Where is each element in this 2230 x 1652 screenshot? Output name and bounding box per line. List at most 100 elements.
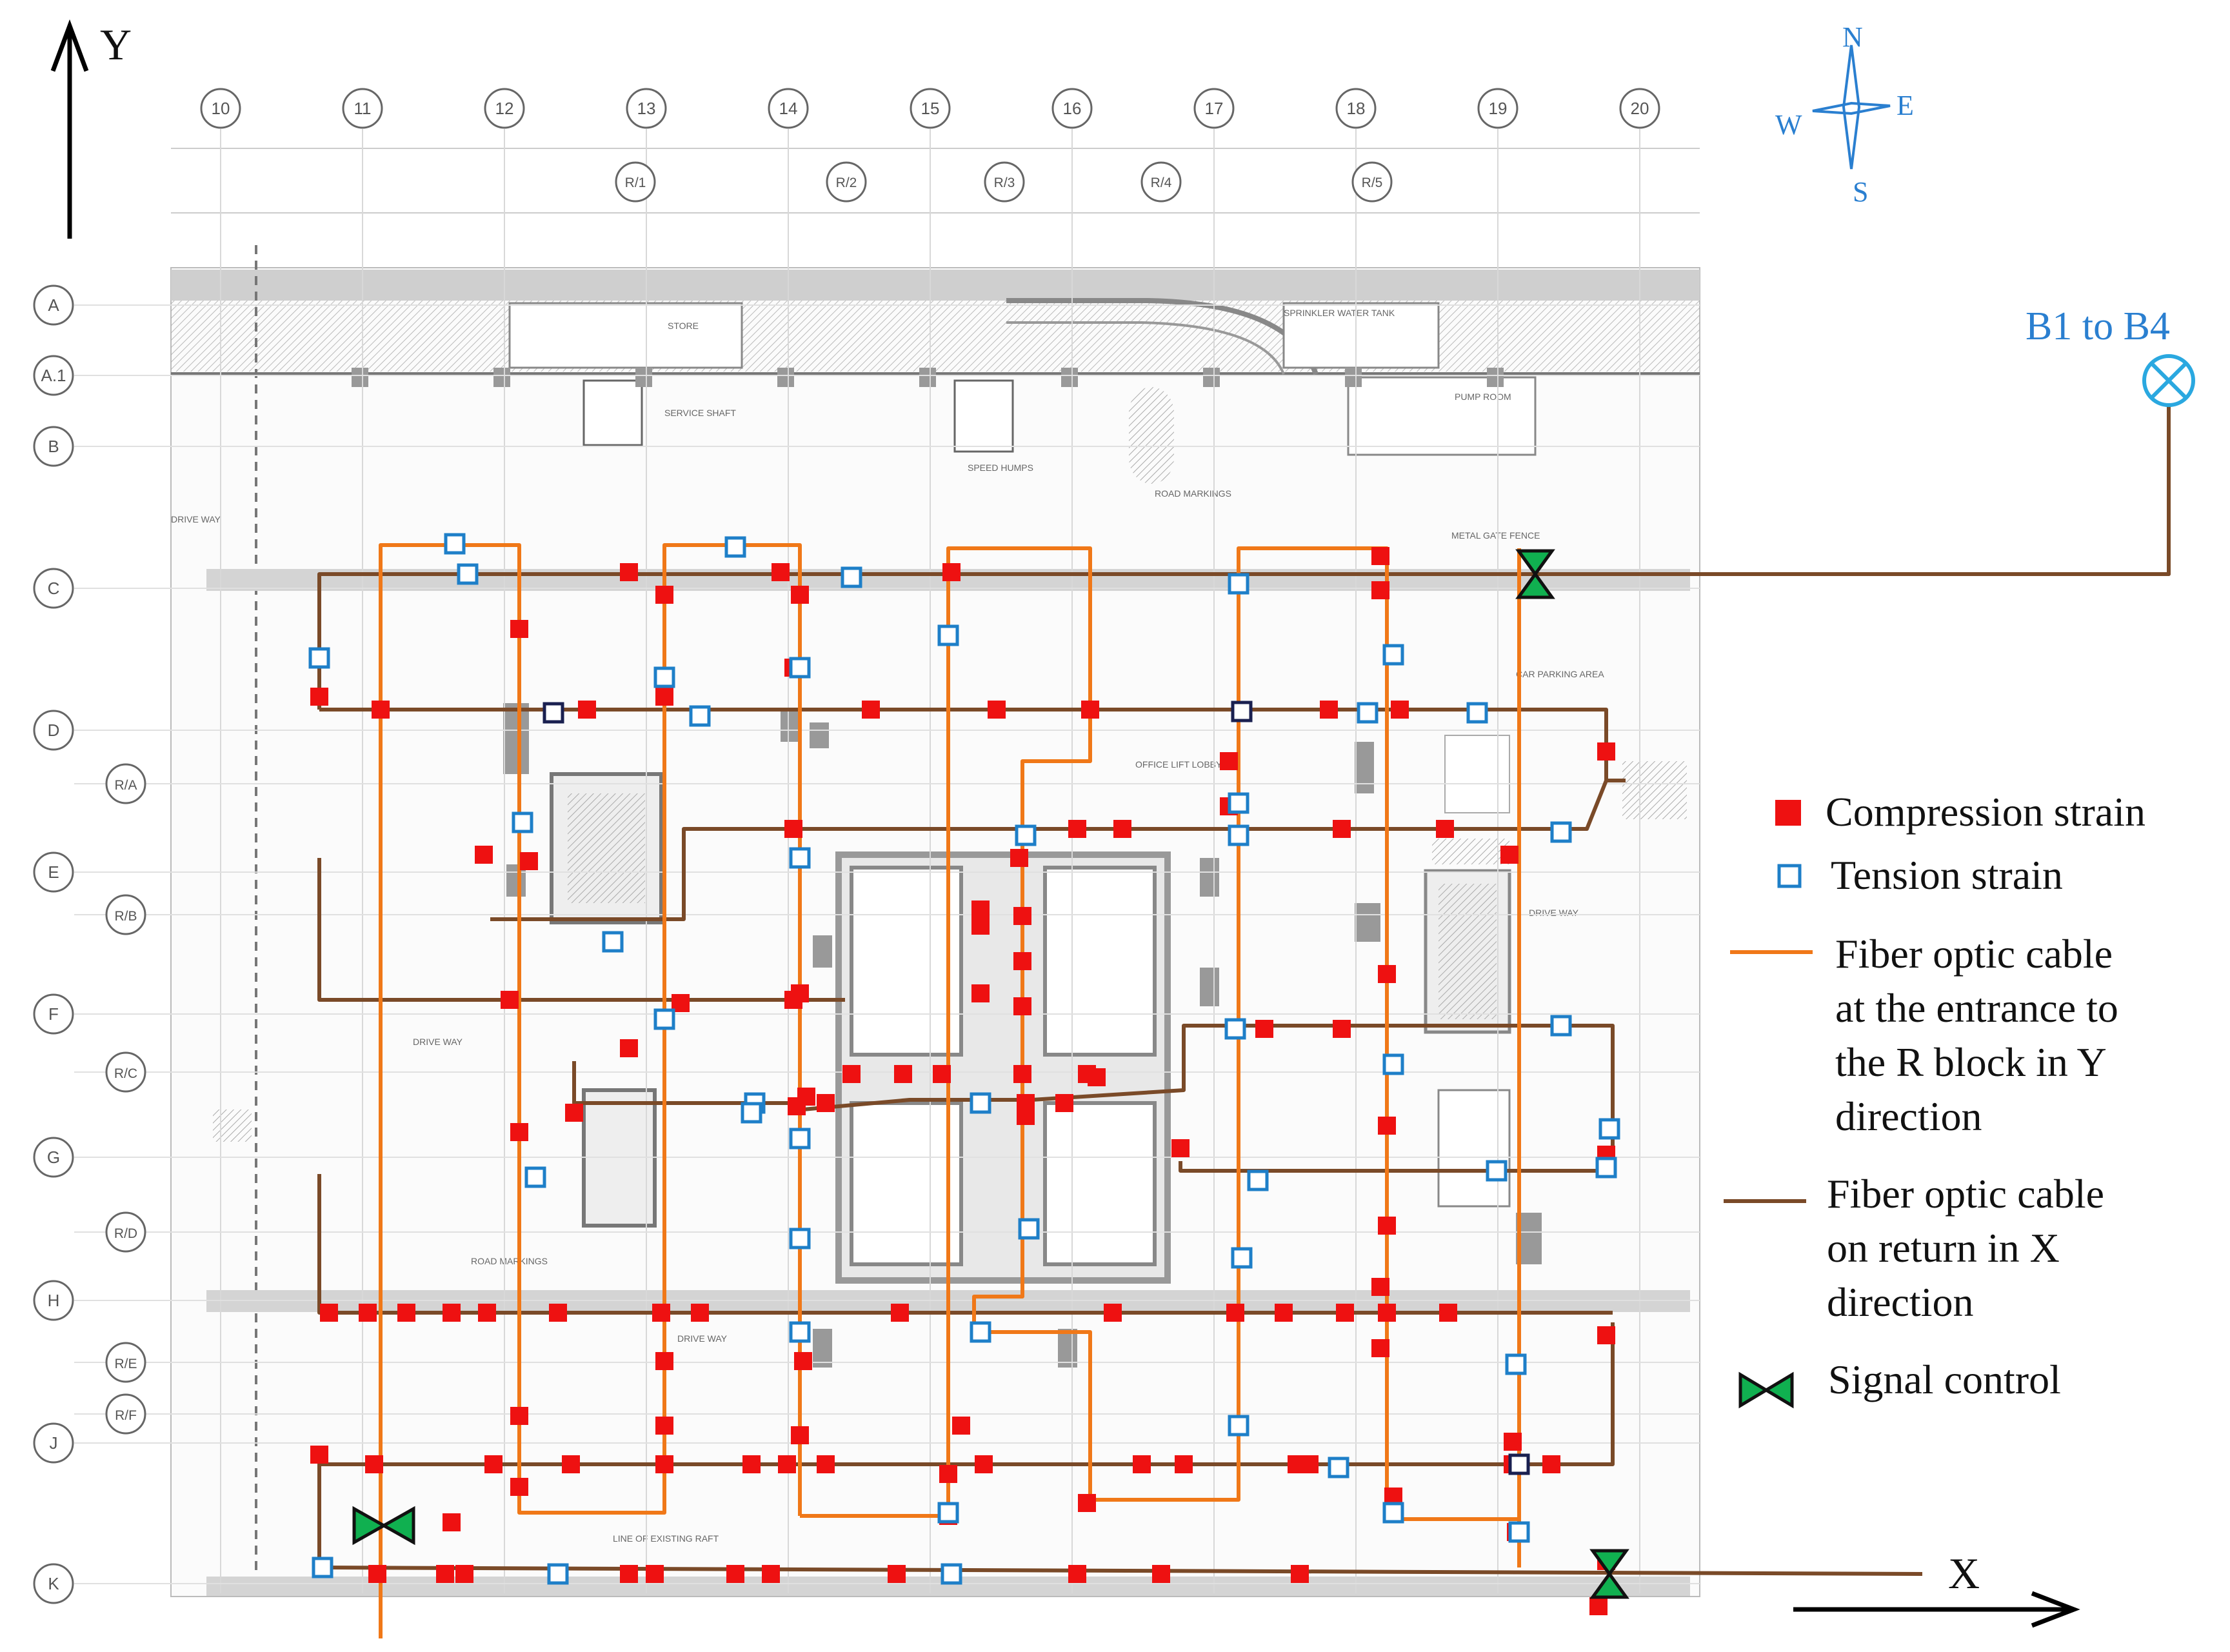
compression-strain-marker: [778, 1455, 796, 1473]
compression-strain-marker: [888, 1565, 906, 1583]
tension-strain-marker: [1224, 1018, 1246, 1040]
compression-strain-marker: [1055, 1094, 1073, 1112]
tension-strain-marker: [457, 563, 479, 585]
compression-strain-marker: [1171, 1139, 1190, 1157]
compression-strain-marker: [691, 1304, 709, 1322]
compression-strain-marker: [971, 917, 990, 935]
compression-strain-marker: [397, 1304, 415, 1322]
compression-strain-marker: [891, 1304, 909, 1322]
grid-row-label: R/C: [114, 1066, 137, 1081]
compass-rose: N E S W: [1775, 21, 1914, 208]
signal-control-icon: [1515, 549, 1555, 599]
compression-strain-marker: [1081, 701, 1099, 719]
tension-strain-marker: [941, 1563, 962, 1585]
grid-row-bubble: A: [33, 284, 1700, 326]
tension-strain-marker: [1382, 1502, 1404, 1524]
room-label-line-raft: LINE OF EXISTING RAFT: [613, 1533, 719, 1544]
compression-strain-marker: [1255, 1020, 1273, 1038]
tension-strain-marker: [1231, 1247, 1253, 1269]
compression-strain-marker: [794, 1352, 812, 1370]
compression-strain-marker: [520, 852, 538, 870]
compression-strain-marker: [620, 1565, 638, 1583]
legend-fiber-y-4: direction: [1835, 1093, 1982, 1139]
tension-strain-marker: [970, 1321, 991, 1343]
compression-strain-marker: [1378, 1304, 1396, 1322]
tension-strain-marker: [1247, 1169, 1269, 1191]
tension-strain-marker: [937, 624, 959, 646]
grid-r-column-bubble: R/1: [615, 161, 656, 203]
legend-signal-icon: [1738, 1371, 1794, 1409]
grid-row-label: C: [48, 579, 60, 598]
fiber-x-route-g: [1179, 1161, 1613, 1173]
tension-strain-marker: [1015, 824, 1037, 846]
compression-strain-marker: [655, 688, 673, 706]
room-label-metal-gate: METAL GATE FENCE: [1451, 530, 1540, 541]
grid-row-label: B: [48, 437, 59, 456]
grid-row-bubble: R/A: [74, 763, 1700, 804]
strain-sensor-layer: [308, 533, 1620, 1615]
compression-strain-marker: [1597, 742, 1615, 761]
compression-strain-marker: [817, 1455, 835, 1473]
tension-strain-marker: [547, 1563, 569, 1585]
legend-fiber-y-2: at the entrance to: [1835, 985, 2118, 1031]
grid-row-bubble: R/B: [74, 894, 1700, 935]
compression-strain-marker: [310, 688, 328, 706]
compression-strain-marker: [1371, 1278, 1389, 1296]
tension-strain-marker: [1466, 702, 1488, 724]
grid-r-column-bubble: R/4: [1140, 161, 1182, 203]
legend-fiber-y-1: Fiber optic cable: [1835, 931, 2113, 977]
compression-strain-marker: [1226, 1304, 1244, 1322]
b1-b4-label: B1 to B4: [2026, 304, 2170, 348]
room-label-pump: PUMP ROOM: [1455, 392, 1511, 402]
compression-strain-marker: [1378, 965, 1396, 983]
grid-row-label: K: [48, 1574, 59, 1593]
tension-strain-marker: [1550, 821, 1572, 843]
fiber-y-route-west: [379, 543, 802, 1638]
tension-strain-marker: [789, 657, 811, 679]
grid-row-label: G: [47, 1148, 60, 1167]
tension-strain-marker-dark: [543, 702, 564, 724]
grid-row-bubble: R/F: [74, 1393, 1700, 1435]
tension-strain-marker: [1357, 702, 1379, 724]
room-label-drive-way-3: DRIVE WAY: [677, 1333, 728, 1344]
compression-strain-marker: [762, 1565, 780, 1583]
compression-strain-marker: [1017, 1107, 1035, 1125]
compression-strain-marker: [365, 1455, 383, 1473]
grid-column-label: 10: [212, 99, 230, 118]
compression-strain-marker: [1113, 820, 1131, 838]
room-label-car-parking: CAR PARKING AREA: [1516, 669, 1604, 679]
grid-row-bubble: J: [33, 1422, 1700, 1464]
grid-row-label: D: [48, 721, 60, 740]
room-label-office-lift: OFFICE LIFT LOBBY: [1135, 759, 1222, 770]
room-label-drive-way-4: DRIVE WAY: [1529, 908, 1579, 918]
tension-strain-marker: [1508, 1521, 1530, 1543]
compression-strain-marker: [372, 701, 390, 719]
compression-strain-marker: [1013, 1065, 1031, 1083]
tension-strain-marker: [1550, 1015, 1572, 1037]
grid-column-bubble: 16: [1051, 88, 1093, 1593]
fiber-x-route-rc-left: [572, 1061, 803, 1105]
compression-strain-marker: [1010, 849, 1028, 867]
room-label-speed-humps: SPEED HUMPS: [968, 463, 1033, 473]
compression-strain-marker: [1013, 997, 1031, 1015]
compression-strain-marker: [1378, 1217, 1396, 1235]
grid-row-label: R/D: [114, 1226, 137, 1241]
tension-strain-marker: [789, 1321, 811, 1343]
tension-strain-marker: [1382, 644, 1404, 666]
grid-row-bubble: K: [33, 1563, 1700, 1604]
grid-row-label: E: [48, 862, 59, 882]
room-label-drive-way-1: DRIVE WAY: [171, 514, 221, 524]
compression-strain-marker: [1275, 1304, 1293, 1322]
room-label-drive-way-2: DRIVE WAY: [413, 1037, 463, 1047]
compression-strain-marker: [655, 1352, 673, 1370]
compression-strain-marker: [436, 1565, 454, 1583]
grid-r-column-bubble: R/2: [826, 161, 867, 203]
grid-row-bubble: R/D: [74, 1211, 1700, 1253]
compression-strain-marker: [510, 1123, 528, 1141]
compression-strain-marker: [1320, 701, 1338, 719]
grid-row-label: F: [48, 1004, 59, 1024]
compression-strain-marker: [359, 1304, 377, 1322]
compression-strain-marker: [655, 586, 673, 604]
grid-row-label: R/B: [114, 909, 137, 924]
